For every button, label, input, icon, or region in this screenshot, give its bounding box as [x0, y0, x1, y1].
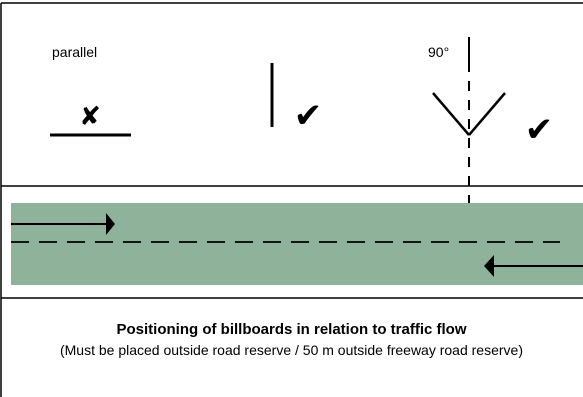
traffic-arrow-right-head: [106, 213, 115, 235]
check-mark-perpendicular: ✔: [294, 96, 323, 136]
road-surface: [11, 203, 583, 285]
v-billboard-left-arm: [432, 92, 470, 136]
traffic-arrow-left: [484, 255, 583, 277]
caption-note: (Must be placed outside road reserve / 5…: [59, 342, 523, 358]
caption: Positioning of billboards in relation to…: [0, 320, 583, 360]
v-billboard-right-arm: [468, 92, 506, 136]
ninety-degree-label: 90°: [428, 44, 450, 60]
v-shaped-billboard: [432, 92, 506, 136]
traffic-arrow-right: [11, 213, 115, 235]
caption-title: Positioning of billboards in relation to…: [116, 321, 467, 338]
cross-mark: ✘: [79, 102, 101, 132]
parallel-label: parallel: [52, 44, 98, 60]
traffic-arrow-left-head: [484, 255, 494, 277]
check-mark-ninety: ✔: [525, 110, 554, 150]
